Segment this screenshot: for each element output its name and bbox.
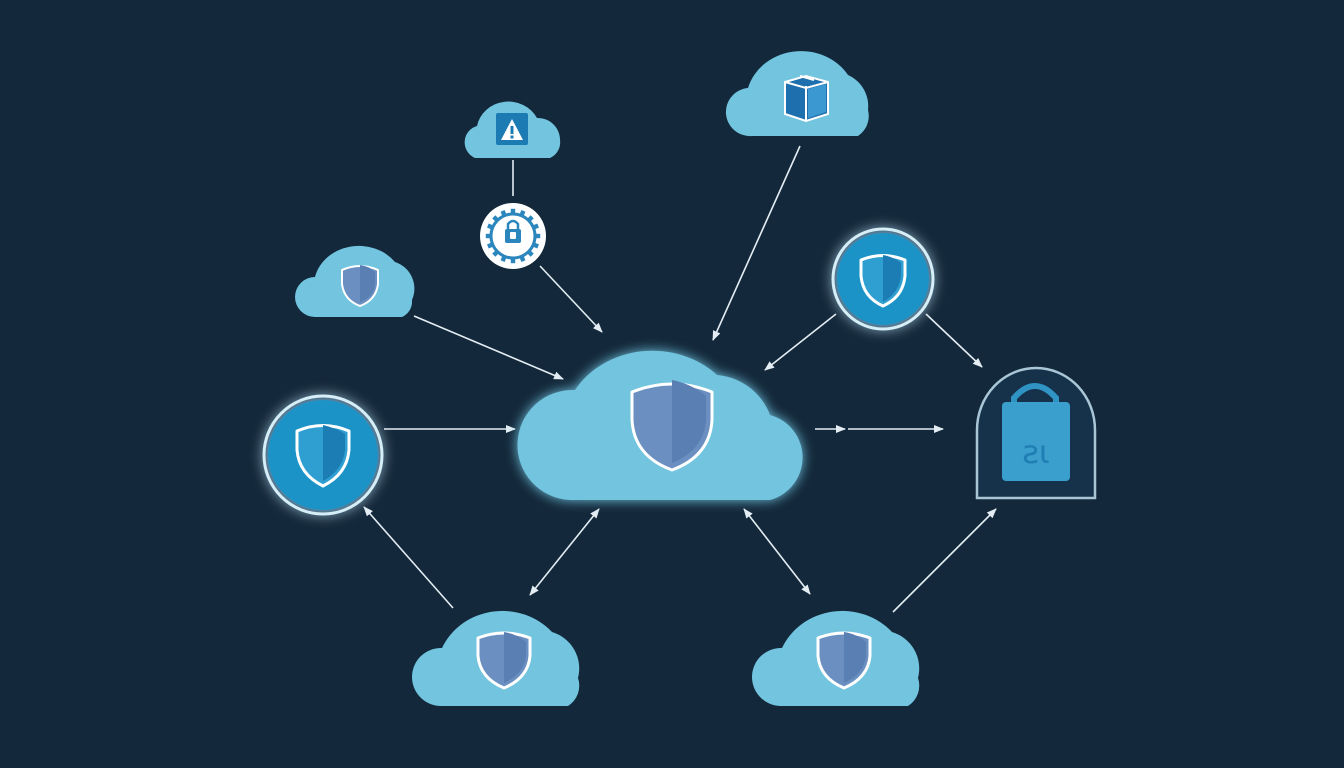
gear-tooth bbox=[510, 258, 516, 264]
gear-tooth bbox=[500, 256, 507, 262]
hub-shield-icon bbox=[630, 380, 714, 472]
bottom-right-shield-icon bbox=[816, 631, 872, 690]
gear-ring-circle bbox=[489, 212, 537, 260]
padlock-glyph: ꙅɩ bbox=[1022, 433, 1050, 471]
connectors bbox=[363, 145, 997, 613]
connector-rightcircle-padlock bbox=[925, 313, 983, 368]
left-circle-shield-icon bbox=[295, 424, 351, 488]
connector-rightcircle-hub bbox=[764, 313, 837, 371]
gear-tooth bbox=[510, 208, 516, 214]
bottom-left-shield-icon bbox=[476, 631, 532, 690]
gear-tooth bbox=[487, 223, 493, 230]
gear-tooth bbox=[519, 210, 526, 216]
gear-tooth bbox=[533, 242, 539, 249]
connector-toprightcloud-hub bbox=[712, 145, 801, 341]
shield-icons bbox=[295, 254, 907, 690]
gear-lock-icon bbox=[505, 219, 521, 243]
gear-tooth bbox=[519, 256, 526, 262]
padlock-shackle bbox=[1011, 383, 1059, 402]
padlock-body bbox=[1002, 402, 1070, 481]
gear-tooth bbox=[487, 242, 493, 249]
connector-gear-hub bbox=[539, 265, 603, 333]
gear-tooth bbox=[500, 210, 507, 216]
connector-bottomright-padlock bbox=[892, 508, 997, 613]
right-circle-shield-icon bbox=[859, 254, 907, 308]
left-cloud-shield-icon bbox=[341, 265, 379, 307]
gear-tooth bbox=[535, 233, 541, 239]
connector-bottomleft-hub bbox=[529, 508, 600, 596]
gear-tooth bbox=[533, 223, 539, 230]
connector-bottomleft-leftcircle bbox=[363, 506, 454, 609]
gear-tooth bbox=[485, 233, 491, 239]
padlock: ꙅɩ bbox=[975, 366, 1097, 500]
connector-hub-bottomright bbox=[743, 508, 811, 595]
warning-triangle-icon bbox=[496, 113, 528, 145]
box-icon bbox=[784, 74, 829, 123]
connector-leftcloud-hub bbox=[413, 315, 564, 380]
